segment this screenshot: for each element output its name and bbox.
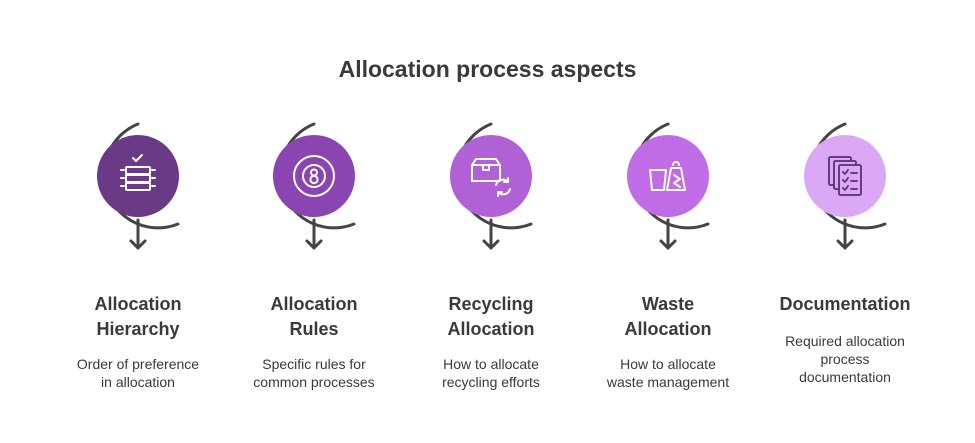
step-heading: Documentation <box>779 294 911 314</box>
prioritized-list-icon <box>120 154 156 191</box>
icon-circle <box>627 135 709 217</box>
icon-circle <box>804 135 886 217</box>
eight-ball-icon <box>293 155 335 197</box>
documents-checklist-icon <box>828 156 862 196</box>
icon-circle <box>97 135 179 217</box>
icon-circle <box>450 135 532 217</box>
icon-circle <box>273 135 355 217</box>
page-title: Allocation process aspects <box>338 56 637 82</box>
waste-bin-icon <box>649 161 686 191</box>
recycle-box-icon <box>471 158 511 197</box>
